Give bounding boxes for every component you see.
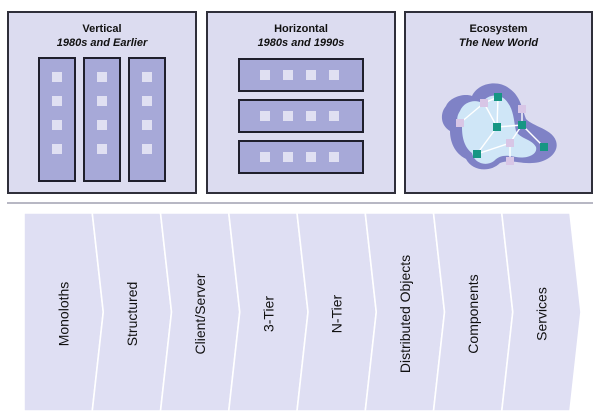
vertical-stack-column — [128, 57, 166, 182]
stack-cell — [142, 96, 152, 106]
stack-cell — [52, 72, 62, 82]
stack-cell — [142, 144, 152, 154]
stack-cell — [142, 120, 152, 130]
vertical-stack-column — [38, 57, 76, 182]
evolution-stage-label: Client/Server — [192, 273, 208, 354]
evolution-stage-label: N-Tier — [329, 294, 345, 333]
evolution-stages: Monoloths Structured Client/Server 3-Tier N-… — [23, 212, 582, 412]
network-node — [506, 139, 514, 147]
horizontal-layer — [238, 140, 364, 174]
stack-cell — [52, 144, 62, 154]
vertical-panel-subtitle: 1980s and Earlier — [56, 37, 148, 49]
evolution-stage-label: Monoloths — [56, 282, 72, 347]
horizontal-panel-subtitle: 1980s and 1990s — [257, 37, 345, 49]
ecosystem-network-diagram — [441, 83, 557, 170]
network-node — [473, 150, 481, 158]
section-divider — [7, 202, 593, 204]
stack-cell — [97, 120, 107, 130]
stack-cell — [142, 72, 152, 82]
layer-cell — [306, 70, 316, 80]
layer-cell — [329, 70, 339, 80]
layer-cell — [329, 111, 339, 121]
layer-cell — [260, 111, 270, 121]
horizontal-panel-title: Horizontal — [274, 23, 328, 35]
layer-cell — [283, 70, 293, 80]
network-node — [506, 157, 514, 165]
network-node — [493, 123, 501, 131]
stack-cell — [97, 96, 107, 106]
stack-cell — [97, 72, 107, 82]
layer-cell — [283, 152, 293, 162]
layer-cell — [260, 70, 270, 80]
stack-cell — [52, 96, 62, 106]
network-node — [494, 93, 502, 101]
evolution-stage-label: Structured — [124, 282, 140, 347]
layer-cell — [329, 152, 339, 162]
evolution-chevron — [500, 212, 582, 412]
layer-cell — [260, 152, 270, 162]
ecosystem-panel: Ecosystem The New World — [404, 11, 593, 194]
stack-cell — [52, 120, 62, 130]
network-node — [480, 99, 488, 107]
evolution-stage-label: Services — [533, 287, 549, 341]
evolution-stage-label: Distributed Objects — [397, 255, 413, 373]
stack-cell — [97, 144, 107, 154]
layer-cell — [283, 111, 293, 121]
vertical-panel-title: Vertical — [82, 23, 122, 35]
evolution-stage-label: 3-Tier — [260, 296, 276, 332]
network-node — [456, 119, 464, 127]
vertical-stack-column — [83, 57, 121, 182]
ecosystem-links — [459, 96, 545, 160]
evolution-stage-label: Components — [465, 274, 481, 353]
vertical-panel: Vertical 1980s and Earlier — [7, 11, 197, 194]
horizontal-panel: Horizontal 1980s and 1990s — [206, 11, 396, 194]
ecosystem-panel-title: Ecosystem — [469, 23, 528, 35]
network-node — [518, 105, 526, 113]
network-node — [540, 143, 548, 151]
layer-cell — [306, 111, 316, 121]
network-node — [518, 121, 526, 129]
horizontal-layer — [238, 99, 364, 133]
layer-cell — [306, 152, 316, 162]
horizontal-layer — [238, 58, 364, 92]
ecosystem-panel-subtitle: The New World — [458, 37, 539, 49]
